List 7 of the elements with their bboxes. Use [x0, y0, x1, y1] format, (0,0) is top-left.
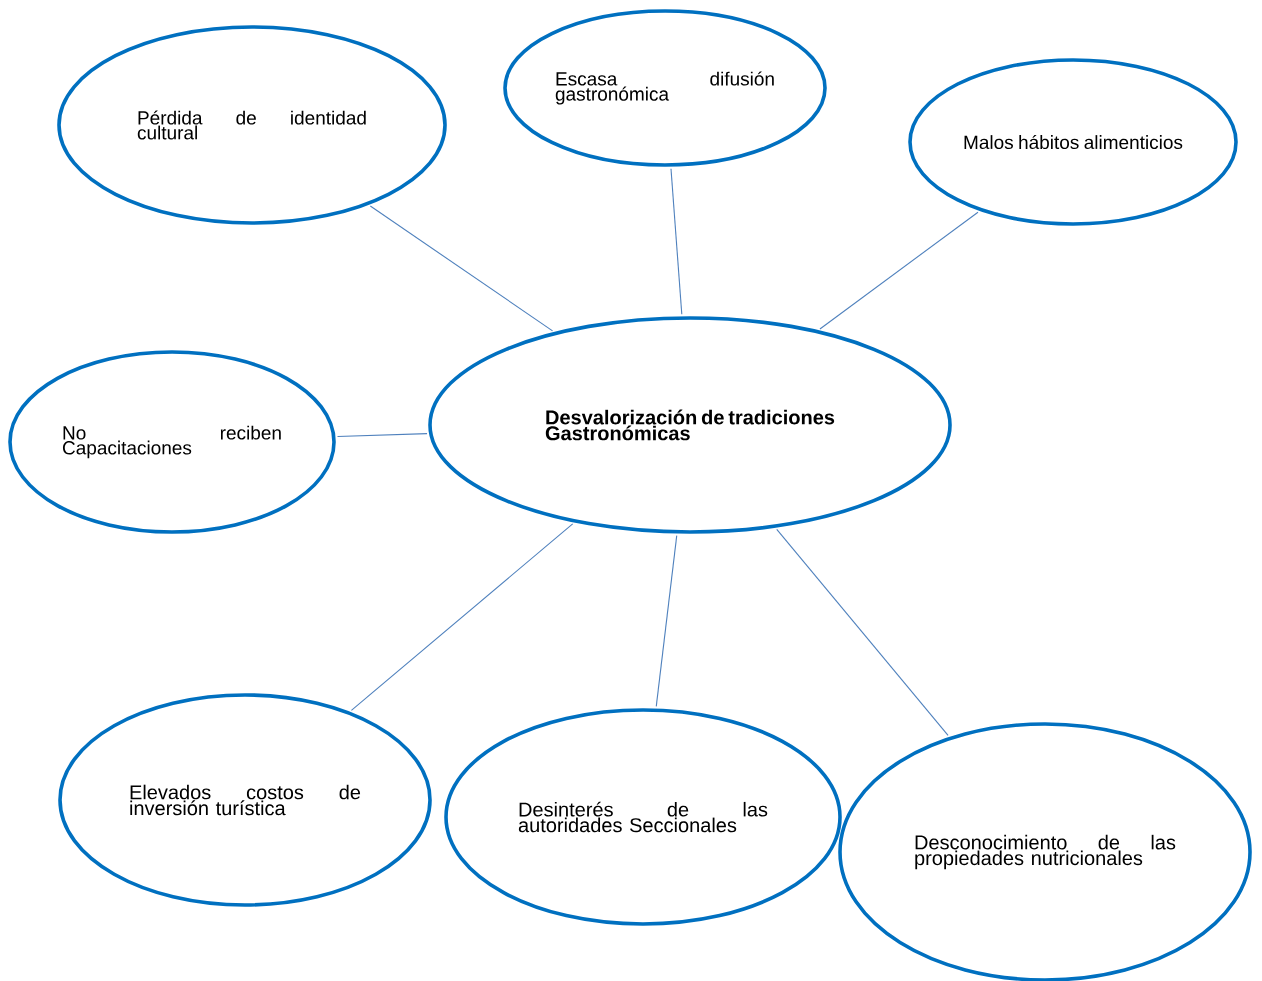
- connector-line: [336, 433, 428, 438]
- connector-line: [350, 523, 574, 711]
- connector-line: [776, 528, 949, 736]
- connector-line: [655, 535, 678, 707]
- connector-line: [670, 168, 683, 315]
- connector-line: [369, 205, 554, 332]
- connector-line: [819, 211, 979, 330]
